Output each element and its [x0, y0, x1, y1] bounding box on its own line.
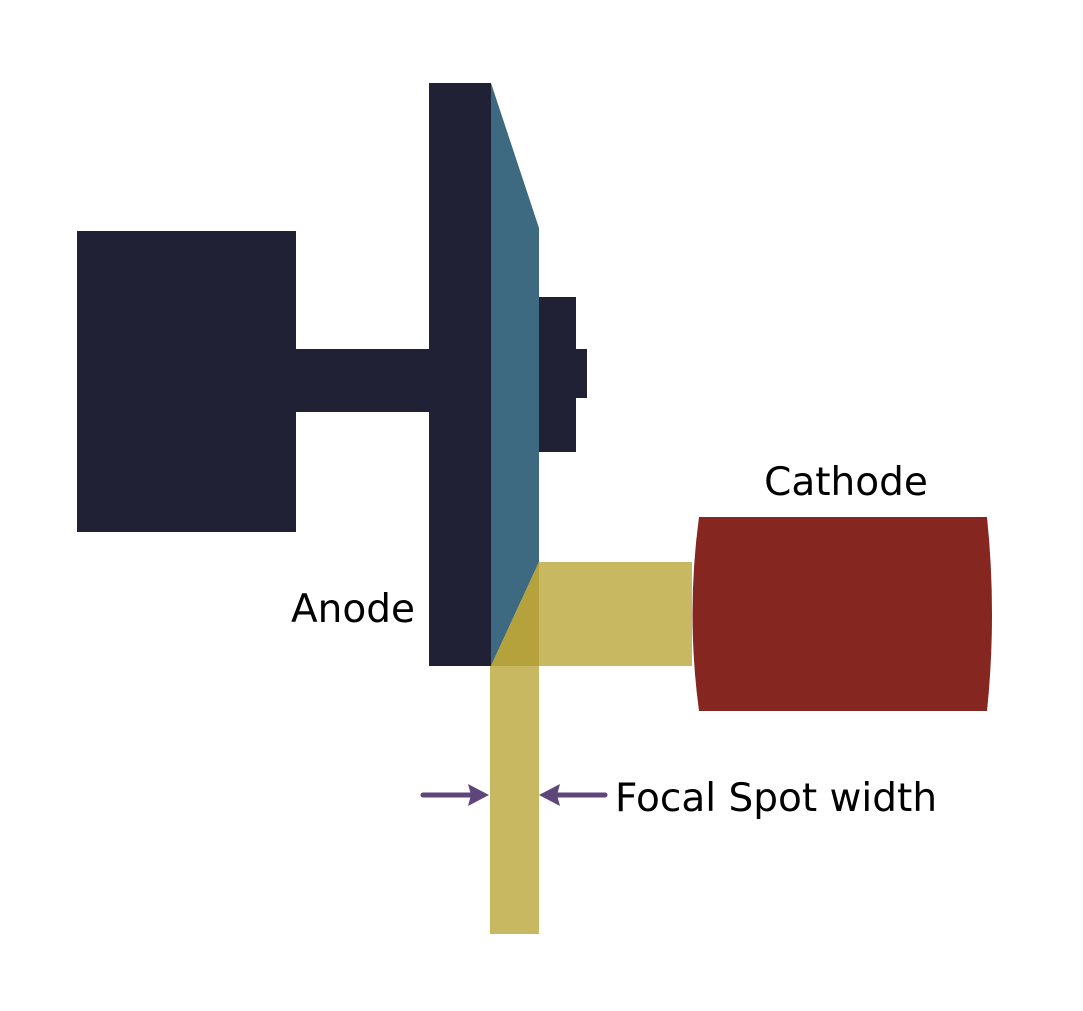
anode-hub-tip [574, 349, 587, 398]
anode-assembly [77, 83, 587, 666]
xray-beam [490, 666, 539, 934]
anode-label: Anode [291, 587, 415, 632]
focal-spot-arrow-right [539, 784, 608, 806]
anode-disk [429, 83, 491, 666]
arrow-right-head [468, 784, 489, 806]
beam-target-overlap [491, 562, 539, 666]
anode-target-face [491, 83, 539, 666]
anode-hub [538, 297, 576, 452]
electron-beam [491, 562, 692, 666]
cathode-cylinder [692, 517, 992, 711]
anode-stem [295, 349, 431, 412]
rotor-block [77, 231, 296, 532]
focal-spot-arrow-left [420, 784, 489, 806]
focal-spot-width-label: Focal Spot width [615, 776, 937, 821]
arrow-left-head [539, 784, 560, 806]
cathode-label: Cathode [764, 460, 928, 505]
